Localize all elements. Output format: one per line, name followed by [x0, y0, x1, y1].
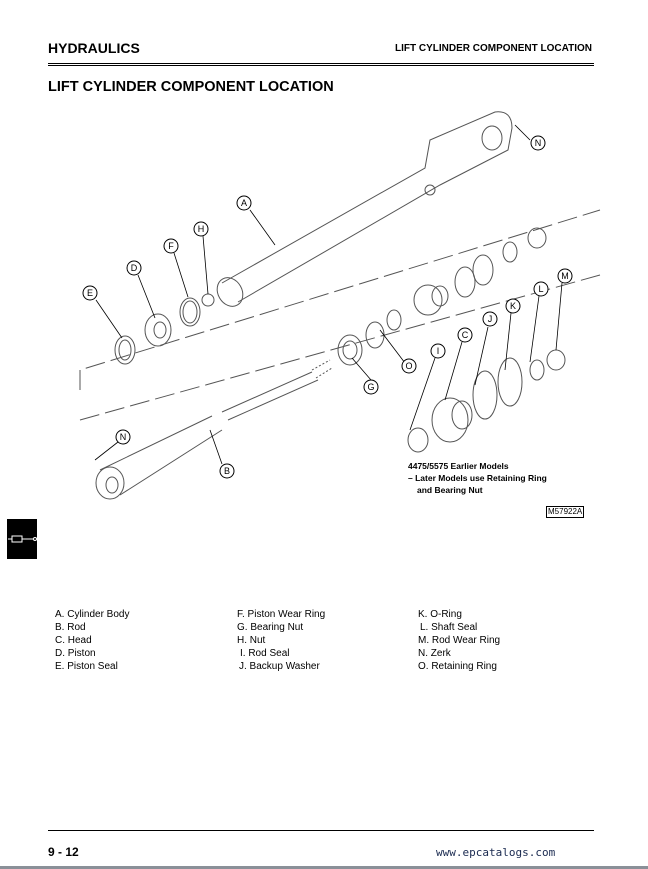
callout-label: O: [405, 361, 412, 371]
rod: [95, 359, 333, 500]
legend-item: M. Rod Wear Ring: [418, 635, 501, 646]
callout-D: [126, 260, 142, 276]
model-note: 4475/5575 Earlier Models – Later Models …: [408, 460, 547, 496]
callout-label: N: [535, 138, 542, 148]
legend-item: A. Cylinder Body: [55, 609, 130, 620]
topic-header: LIFT CYLINDER COMPONENT LOCATION: [394, 43, 592, 54]
callout-label: K: [510, 301, 516, 311]
footer-rule: [48, 830, 594, 831]
callout-A: [236, 195, 252, 211]
callout-label: M: [561, 271, 569, 281]
callout-label: C: [462, 330, 469, 340]
legend-item: E. Piston Seal: [55, 661, 118, 672]
callout-label: E: [87, 288, 93, 298]
callout-N-top: [530, 135, 546, 151]
watermark-url[interactable]: www.epcatalogs.com: [436, 846, 556, 859]
legend-item: J. Backup Washer: [239, 661, 320, 672]
legend-item: C. Head: [55, 635, 92, 646]
page-title: LIFT CYLINDER COMPONENT LOCATION: [48, 79, 334, 95]
callout-label: A: [241, 198, 247, 208]
cylinder-icon: [8, 535, 37, 543]
page-edge: [0, 866, 648, 869]
legend-column-1: A. Cylinder Body B. Rod C. Head D. Pisto…: [55, 608, 129, 673]
callout-N-bottom: [115, 429, 131, 445]
leader-lines: [94, 124, 563, 465]
figure-id: M57922A: [546, 506, 585, 518]
callout-B: [219, 463, 235, 479]
legend-item: B. Rod: [55, 622, 86, 633]
header-rule: [48, 65, 594, 66]
note-line: 4475/5575 Earlier Models: [408, 461, 509, 471]
callout-E: [82, 285, 98, 301]
page-number: 9 - 12: [48, 845, 79, 859]
callout-label: F: [168, 241, 174, 251]
header-rule: [48, 63, 594, 64]
callout-C: [457, 327, 473, 343]
legend-column-2: F. Piston Wear Ring G. Bearing Nut H. Nu…: [237, 608, 325, 673]
callout-J: [482, 311, 498, 327]
section-header: HYDRAULICS: [48, 40, 140, 56]
callout-label: L: [538, 284, 543, 294]
legend-item: O. Retaining Ring: [418, 661, 497, 672]
callout-label: I: [437, 346, 440, 356]
legend-item: N. Zerk: [418, 648, 451, 659]
legend-item: G. Bearing Nut: [237, 622, 304, 633]
exploded-diagram: N A H F D E M L K J C I O G N B: [79, 111, 601, 500]
hydraulics-section-tab: [7, 519, 37, 559]
callout-G: [363, 379, 379, 395]
callout-label: N: [120, 432, 127, 442]
legend-item: K. O-Ring: [418, 609, 462, 620]
legend-item: F. Piston Wear Ring: [237, 609, 326, 620]
callout-M: [557, 268, 573, 284]
legend-item: H. Nut: [237, 635, 266, 646]
callout-label: J: [488, 314, 493, 324]
callout-O: [401, 358, 417, 374]
seal-parts: [114, 227, 566, 453]
note-line: – Later Models use Retaining Ring: [408, 473, 547, 483]
callout-label: G: [367, 382, 374, 392]
legend-item: D. Piston: [55, 648, 96, 659]
callout-label: H: [198, 224, 205, 234]
legend-item: I. Rod Seal: [240, 648, 290, 659]
callout-H: [193, 221, 209, 237]
legend-item: L. Shaft Seal: [420, 622, 478, 633]
callout-label: B: [224, 466, 230, 476]
callout-K: [505, 298, 521, 314]
callout-L: [533, 281, 549, 297]
note-line: and Bearing Nut: [417, 485, 483, 495]
cylinder-body: [216, 111, 513, 307]
legend-column-3: K. O-Ring L. Shaft Seal M. Rod Wear Ring…: [418, 608, 500, 673]
callout-I: [430, 343, 446, 359]
callout-F: [163, 238, 179, 254]
callout-label: D: [131, 263, 138, 273]
